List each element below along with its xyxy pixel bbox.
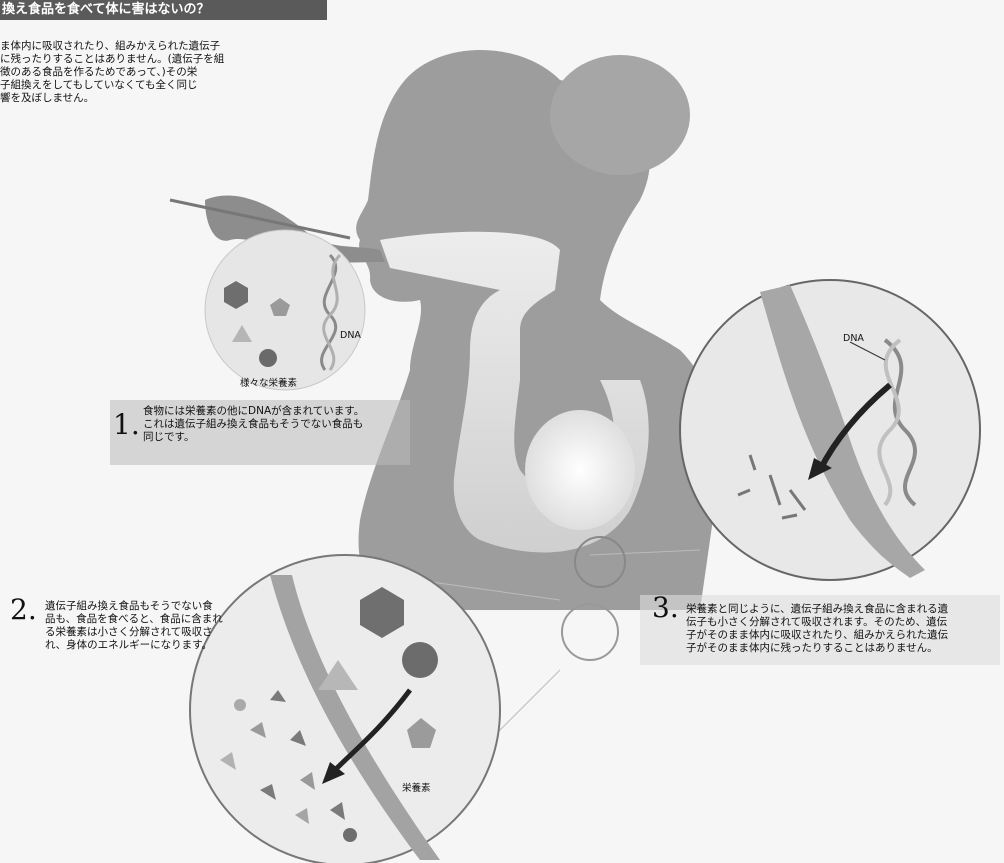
intro-line: 徴のある食品を作るためであって、)その栄 <box>0 66 290 79</box>
hair-bun <box>550 55 690 175</box>
intro-text: ま体内に吸収されたり、組みかえられた遺伝子 に残ったりすることはありません。(遺… <box>0 40 290 105</box>
step1-text: 食物には栄養素の他にDNAが含まれています。 これは遺伝子組み換え食品もそうでな… <box>143 405 413 444</box>
page-title: 換え食品を食べて体に害はないの？ <box>0 0 327 20</box>
intro-line: ま体内に吸収されたり、組みかえられた遺伝子 <box>0 40 290 53</box>
step1-number: 1. <box>113 410 140 440</box>
step3-text: 栄養素と同じように、遺伝子組み換え食品に含まれる遺 伝子も小さく分解されて吸収さ… <box>686 603 998 655</box>
step1-line: 食物には栄養素の他にDNAが含まれています。 <box>143 405 413 418</box>
food-nutrient-circle <box>259 349 277 367</box>
step3-number: 3. <box>652 593 679 623</box>
step2-number: 2. <box>10 595 37 625</box>
intro-line: 響を及ぼしません。 <box>0 92 290 105</box>
stomach <box>525 410 635 530</box>
intro-line: に残ったりすることはありません。(遺伝子を組 <box>0 53 290 66</box>
step2-text: 遺伝子組み換え食品もそうでない食 品も、食品を食べると、食品に含まれ る栄養素は… <box>45 600 270 652</box>
step3-line: 子がそのまま体内に吸収されたり、組みかえられた遺伝 <box>686 629 998 642</box>
step2-line: 品も、食品を食べると、食品に含まれ <box>45 613 270 626</box>
step1-line: これは遺伝子組み換え食品もそうでない食品も <box>143 418 413 431</box>
zoom-dna-label: DNA <box>843 333 864 344</box>
step2-line: 遺伝子組み換え食品もそうでない食 <box>45 600 270 613</box>
zoom-circle-nutrient <box>402 642 438 678</box>
food-nutrients-label: 様々な栄養素 <box>240 375 297 389</box>
step3-line: 伝子も小さく分解されて吸収されます。そのため、遺伝 <box>686 616 998 629</box>
step1-line: 同じです。 <box>143 431 413 444</box>
step3-line: 栄養素と同じように、遺伝子組み換え食品に含まれる遺 <box>686 603 998 616</box>
step2-line: る栄養素は小さく分解されて吸収さ <box>45 626 270 639</box>
small-locator-intestine <box>562 604 618 660</box>
step2-line: れ、身体のエネルギーになります。 <box>45 639 270 652</box>
food-dna-label: DNA <box>340 330 361 341</box>
intro-line: 子組換えをしてもしていなくても全く同じ <box>0 79 290 92</box>
zoom-nutrients-label: 栄養素 <box>402 780 431 794</box>
step3-line: 子がそのまま体内に残ったりすることはありません。 <box>686 642 998 655</box>
